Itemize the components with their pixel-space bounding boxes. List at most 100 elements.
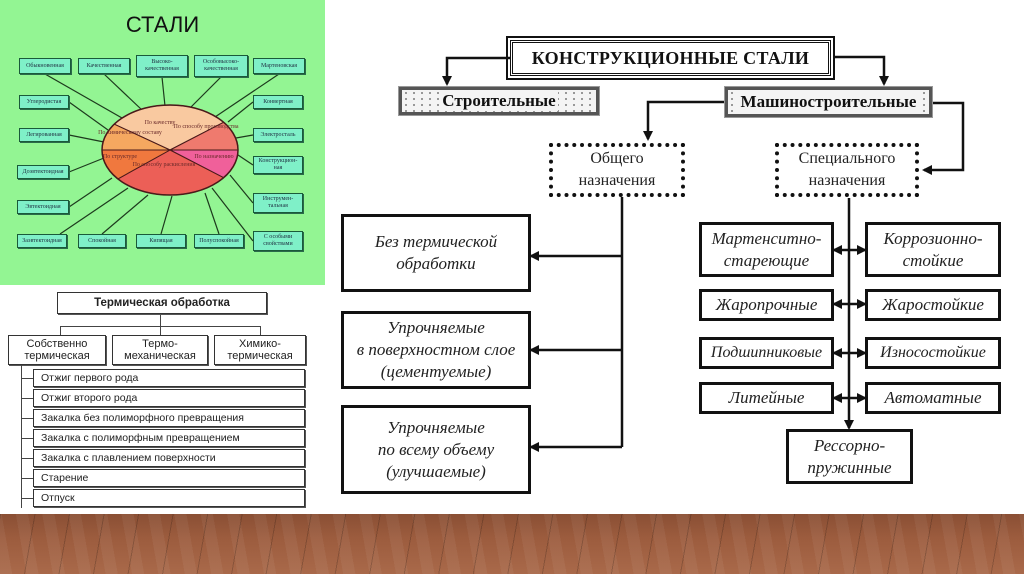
general-purpose-label: Общего назначения <box>578 150 656 189</box>
arrow-to-machine-building <box>835 55 889 86</box>
special-item-box: Износостойкие <box>865 337 1001 369</box>
general-item-line: Без термической <box>374 232 498 251</box>
connector-line <box>60 326 61 335</box>
classification-connector <box>189 76 222 109</box>
machine-building-steels-box: Машиностроительные <box>724 86 933 118</box>
connector-line <box>160 315 161 326</box>
heat-type-line: механическая <box>124 350 196 362</box>
classification-connector <box>101 194 149 235</box>
heat-treatment-item: Отжиг второго рода <box>33 389 305 407</box>
classification-connector <box>160 195 173 235</box>
classification-connector <box>237 154 254 166</box>
classification-box: С особыми свойствами <box>253 231 303 251</box>
classification-box: Доэвтектоидная <box>17 165 69 179</box>
special-item-box: Жаропрочные <box>699 289 834 321</box>
classification-connectors: По качеству По химическому составу По спос… <box>44 73 280 242</box>
connector-line <box>160 326 161 335</box>
arrow-to-construction <box>442 56 510 86</box>
classification-box: Мартеновская <box>253 58 305 74</box>
classification-connector <box>103 73 143 111</box>
classification-pie: По качеству По химическому составу По спос… <box>98 104 239 196</box>
heat-type-line: термическая <box>24 350 90 362</box>
classification-box: Эвтектоидная <box>17 200 69 214</box>
structural-steels-diagram: КОНСТРУКЦИОННЫЕ СТАЛИ Строительные Машин… <box>325 0 1024 514</box>
classification-connector <box>68 101 109 131</box>
pie-segment-label: По структуре <box>103 154 137 160</box>
special-item-box: Подшипниковые <box>699 337 834 369</box>
connector-line <box>21 438 33 439</box>
classification-box: Спокойная <box>78 234 126 248</box>
classification-connector <box>214 73 280 118</box>
spring-steel-box: Рессорно-пружинные <box>786 429 913 484</box>
pie-segment-label: По способу раскисления <box>133 161 196 168</box>
classification-connector <box>68 177 113 208</box>
arrow-to-general-purpose <box>643 100 725 141</box>
connector-line <box>260 326 261 335</box>
classification-box: Качественная <box>78 58 130 74</box>
connector-line <box>21 498 33 499</box>
classification-connector <box>68 157 105 173</box>
classification-box: Кипящая <box>136 234 186 248</box>
machine-building-steels-label: Машиностроительные <box>738 92 919 112</box>
special-item-label: Жаростойкие <box>882 295 984 314</box>
classification-box: Высоко-качественная <box>136 55 188 77</box>
general-item-box: Упрочняемые в поверхностном слое (цементуе… <box>341 311 531 389</box>
classification-connector <box>161 76 166 107</box>
heat-type-line: Собственно <box>26 338 88 350</box>
construction-steels-box: Строительные <box>398 86 600 116</box>
connector-line <box>21 458 33 459</box>
structural-steels-title: КОНСТРУКЦИОННЫЕ СТАЛИ <box>506 36 835 80</box>
general-item-line: по всему объему <box>377 439 495 459</box>
pie-segment-label: По качеству <box>145 120 176 126</box>
classification-box: Заэвтектоидная <box>17 234 67 248</box>
special-item-label: Мартенситно-стареющие <box>711 228 822 270</box>
special-item-label: Литейные <box>728 388 805 407</box>
connector-line <box>21 478 33 479</box>
connector-line <box>21 398 33 399</box>
special-bidirectional-arrows <box>832 245 867 403</box>
special-item-box: Коррозионно-стойкие <box>865 222 1001 277</box>
special-item-box: Мартенситно-стареющие <box>699 222 834 277</box>
special-item-label: Коррозионно-стойкие <box>883 228 983 270</box>
general-item-box: Без термической обработки <box>341 214 531 292</box>
heat-type-box: Термо-механическая <box>112 335 208 365</box>
pie-outline <box>101 104 239 196</box>
arrow-to-special-purpose <box>922 101 965 175</box>
wooden-floor-background <box>0 514 1024 574</box>
classification-connector <box>68 134 105 143</box>
heat-treatment-item: Закалка с плавлением поверхности <box>33 449 305 467</box>
heat-treatment-item: Закалка без полиморфного превращения <box>33 409 305 427</box>
heat-treatment-item: Отжиг первого рода <box>33 369 305 387</box>
classification-box: Обыкновенная <box>19 58 71 74</box>
spring-steel-label: Рессорно-пружинные <box>807 435 892 477</box>
general-item-line: Упрочняемые <box>387 417 485 437</box>
pie-segment-label: По химическому составу <box>98 130 162 136</box>
classification-connector <box>229 174 254 204</box>
classification-connector <box>211 187 254 242</box>
heat-treatment-item: Старение <box>33 469 305 487</box>
classification-box: Легированная <box>19 128 69 142</box>
special-item-label: Износостойкие <box>880 344 986 361</box>
general-item-line: Упрочняемые <box>387 318 485 337</box>
general-item-line: (цементуемые) <box>380 362 492 381</box>
general-item-line: в поверхностном слое <box>356 340 516 359</box>
special-item-box: Автоматные <box>865 382 1001 414</box>
special-item-box: Литейные <box>699 382 834 414</box>
classification-connector <box>204 192 220 235</box>
special-item-label: Подшипниковые <box>710 344 823 361</box>
classification-connector <box>227 101 254 123</box>
special-item-box: Жаростойкие <box>865 289 1001 321</box>
general-item-line: обработки <box>396 254 476 273</box>
pie-segment-label: По назначению <box>194 154 234 160</box>
steel-classification-title: СТАЛИ <box>125 12 200 37</box>
classification-box: Углеродистая <box>19 95 69 109</box>
construction-steels-label: Строительные <box>440 91 558 111</box>
classification-connector <box>59 187 129 235</box>
special-item-label: Автоматные <box>884 388 982 407</box>
general-item-line: (улучшаемые) <box>386 461 486 481</box>
connector-line <box>21 378 33 379</box>
steel-classification-panel: По качеству По химическому составу По спос… <box>0 0 325 285</box>
heat-type-line: термическая <box>227 350 293 362</box>
